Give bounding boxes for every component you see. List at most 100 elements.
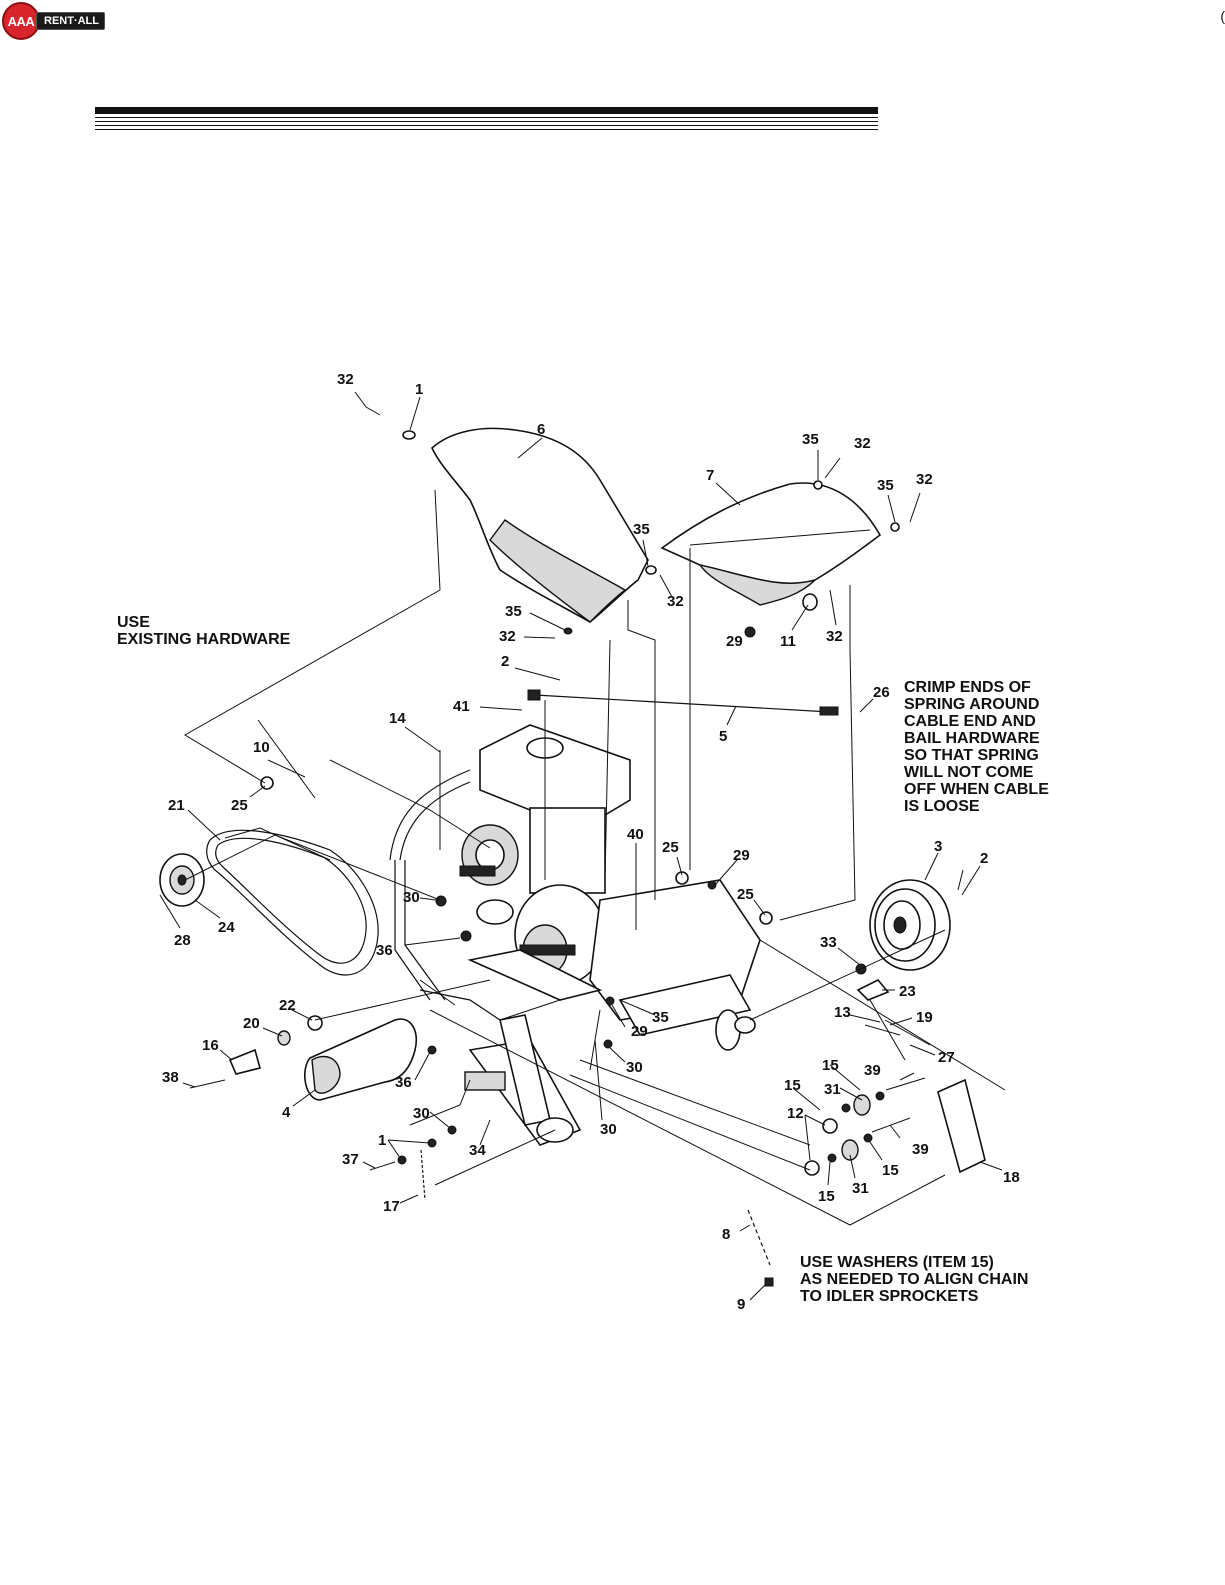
callout-13: 13	[834, 1004, 851, 1021]
callout-8: 8	[722, 1226, 730, 1243]
callout-32: 32	[499, 628, 516, 645]
note-crimp-line-3: CABLE END AND	[904, 713, 1036, 730]
callout-12: 12	[787, 1105, 804, 1122]
callout-31: 31	[852, 1180, 869, 1197]
callout-3: 3	[934, 838, 942, 855]
note-washers-line-2: AS NEEDED TO ALIGN CHAIN	[800, 1271, 1028, 1288]
callout-32: 32	[667, 593, 684, 610]
callout-23: 23	[899, 983, 916, 1000]
note-crimp-line-6: WILL NOT COME	[904, 764, 1034, 781]
shaft-tube	[304, 1018, 417, 1101]
callout-10: 10	[253, 739, 270, 756]
callout-38: 38	[162, 1069, 179, 1086]
callout-17: 17	[383, 1198, 400, 1215]
callout-29: 29	[726, 633, 743, 650]
corner-mark: (	[1220, 8, 1225, 24]
callout-24: 24	[218, 919, 235, 936]
callout-2: 2	[501, 653, 509, 670]
note-washers-line-1: USE WASHERS (ITEM 15)	[800, 1254, 994, 1271]
callout-39: 39	[912, 1141, 929, 1158]
callout-21: 21	[168, 797, 185, 814]
leader-lines	[159, 391, 1006, 1301]
note-existing-hardware-line-1: USE	[117, 614, 150, 631]
callout-35: 35	[505, 603, 522, 620]
callout-36: 36	[376, 942, 393, 959]
callout-22: 22	[279, 997, 296, 1014]
note-crimp-line-8: IS LOOSE	[904, 798, 980, 815]
logo-initials: AAA	[2, 2, 40, 40]
belt-guard	[431, 427, 649, 623]
callout-35: 35	[652, 1009, 669, 1026]
callout-30: 30	[626, 1059, 643, 1076]
callout-32: 32	[826, 628, 843, 645]
note-crimp-line-7: OFF WHEN CABLE	[904, 781, 1049, 798]
spring	[420, 1149, 426, 1201]
callout-32: 32	[854, 435, 871, 452]
callout-15: 15	[818, 1188, 835, 1205]
control-cable	[527, 689, 839, 716]
callout-36: 36	[395, 1074, 412, 1091]
callout-2: 2	[980, 850, 988, 867]
wheel-pulley	[869, 879, 951, 971]
callout-19: 19	[916, 1009, 933, 1026]
callout-35: 35	[877, 477, 894, 494]
note-washers: USE WASHERS (ITEM 15) AS NEEDED TO ALIGN…	[800, 1254, 1028, 1305]
callout-11: 11	[780, 633, 796, 650]
callout-15: 15	[822, 1057, 839, 1074]
callout-16: 16	[202, 1037, 219, 1054]
callout-37: 37	[342, 1151, 359, 1168]
callout-6: 6	[537, 421, 545, 438]
handle-frame	[389, 769, 501, 1021]
callout-30: 30	[403, 889, 420, 906]
callout-30: 30	[600, 1121, 617, 1138]
note-crimp-line-2: SPRING AROUND	[904, 696, 1039, 713]
callout-7: 7	[706, 467, 714, 484]
callout-26: 26	[873, 684, 890, 701]
header-rule	[95, 107, 878, 130]
note-existing-hardware: USE EXISTING HARDWARE	[117, 614, 291, 648]
note-crimp-line-1: CRIMP ENDS OF	[904, 679, 1031, 696]
brand-logo: AAA RENT·ALL	[2, 2, 105, 40]
drive-belt	[206, 829, 379, 976]
callout-29: 29	[631, 1023, 648, 1040]
callout-20: 20	[243, 1015, 260, 1032]
callout-35: 35	[802, 431, 819, 448]
callout-30: 30	[413, 1105, 430, 1122]
pulley	[159, 853, 205, 907]
callout-labels: 32 1 6 35 32 7 35 32 35 32 35 32 29 11 3…	[162, 371, 1020, 1313]
callout-29: 29	[733, 847, 750, 864]
callout-34: 34	[469, 1142, 486, 1159]
callout-32: 32	[916, 471, 933, 488]
callout-41: 41	[453, 698, 470, 715]
callout-27: 27	[938, 1049, 955, 1066]
callout-25: 25	[662, 839, 679, 856]
callout-1: 1	[415, 381, 423, 398]
callout-40: 40	[627, 826, 644, 843]
callout-28: 28	[174, 932, 191, 949]
note-washers-line-3: TO IDLER SPROCKETS	[800, 1288, 979, 1305]
callout-15: 15	[882, 1162, 899, 1179]
drive-chain	[747, 1209, 774, 1287]
callout-25: 25	[231, 797, 248, 814]
callout-15: 15	[784, 1077, 801, 1094]
callout-33: 33	[820, 934, 837, 951]
lever-assembly	[464, 1014, 582, 1146]
note-crimp-spring: CRIMP ENDS OF SPRING AROUND CABLE END AN…	[904, 679, 1049, 815]
callout-14: 14	[389, 710, 406, 727]
callout-25: 25	[737, 886, 754, 903]
callout-32: 32	[337, 371, 354, 388]
note-crimp-line-5: SO THAT SPRING	[904, 747, 1039, 764]
note-crimp-line-4: BAIL HARDWARE	[904, 730, 1040, 747]
callout-5: 5	[719, 728, 727, 745]
scraper-plate	[937, 1078, 986, 1174]
callout-4: 4	[282, 1104, 291, 1121]
callout-18: 18	[1003, 1169, 1020, 1186]
engine	[459, 724, 631, 894]
callout-35: 35	[633, 521, 650, 538]
note-existing-hardware-line-2: EXISTING HARDWARE	[117, 631, 291, 648]
chain-guard	[660, 482, 882, 606]
main-frame	[467, 879, 761, 1051]
callout-9: 9	[737, 1296, 745, 1313]
callout-39: 39	[864, 1062, 881, 1079]
